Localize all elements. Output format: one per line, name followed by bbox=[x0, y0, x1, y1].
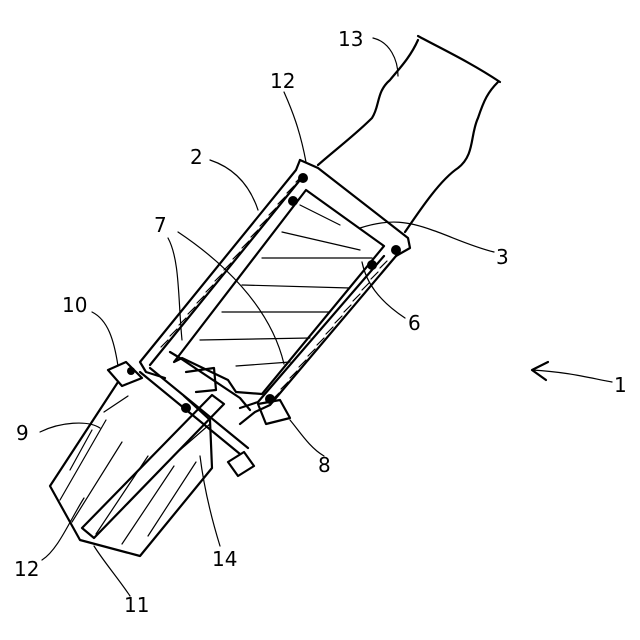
label-housing: 2 bbox=[190, 145, 203, 169]
label-assembly: 1 bbox=[614, 373, 627, 397]
label-tip: 7 bbox=[154, 213, 167, 237]
label-hose: 13 bbox=[338, 27, 363, 51]
label-flange-lower: 8 bbox=[318, 453, 331, 477]
hose-outline bbox=[318, 36, 500, 232]
housing-tube bbox=[140, 160, 410, 424]
label-block: 3 bbox=[496, 245, 509, 269]
rod bbox=[82, 395, 224, 538]
label-cap-top: 12 bbox=[270, 69, 295, 93]
label-cap-bottom: 12 bbox=[14, 557, 39, 581]
label-rod: 11 bbox=[124, 593, 149, 617]
flanges bbox=[108, 362, 290, 476]
label-flange-upper: 10 bbox=[62, 293, 87, 317]
label-seal: 6 bbox=[408, 311, 421, 335]
label-joint: 14 bbox=[212, 547, 237, 571]
label-body: 9 bbox=[16, 421, 29, 445]
